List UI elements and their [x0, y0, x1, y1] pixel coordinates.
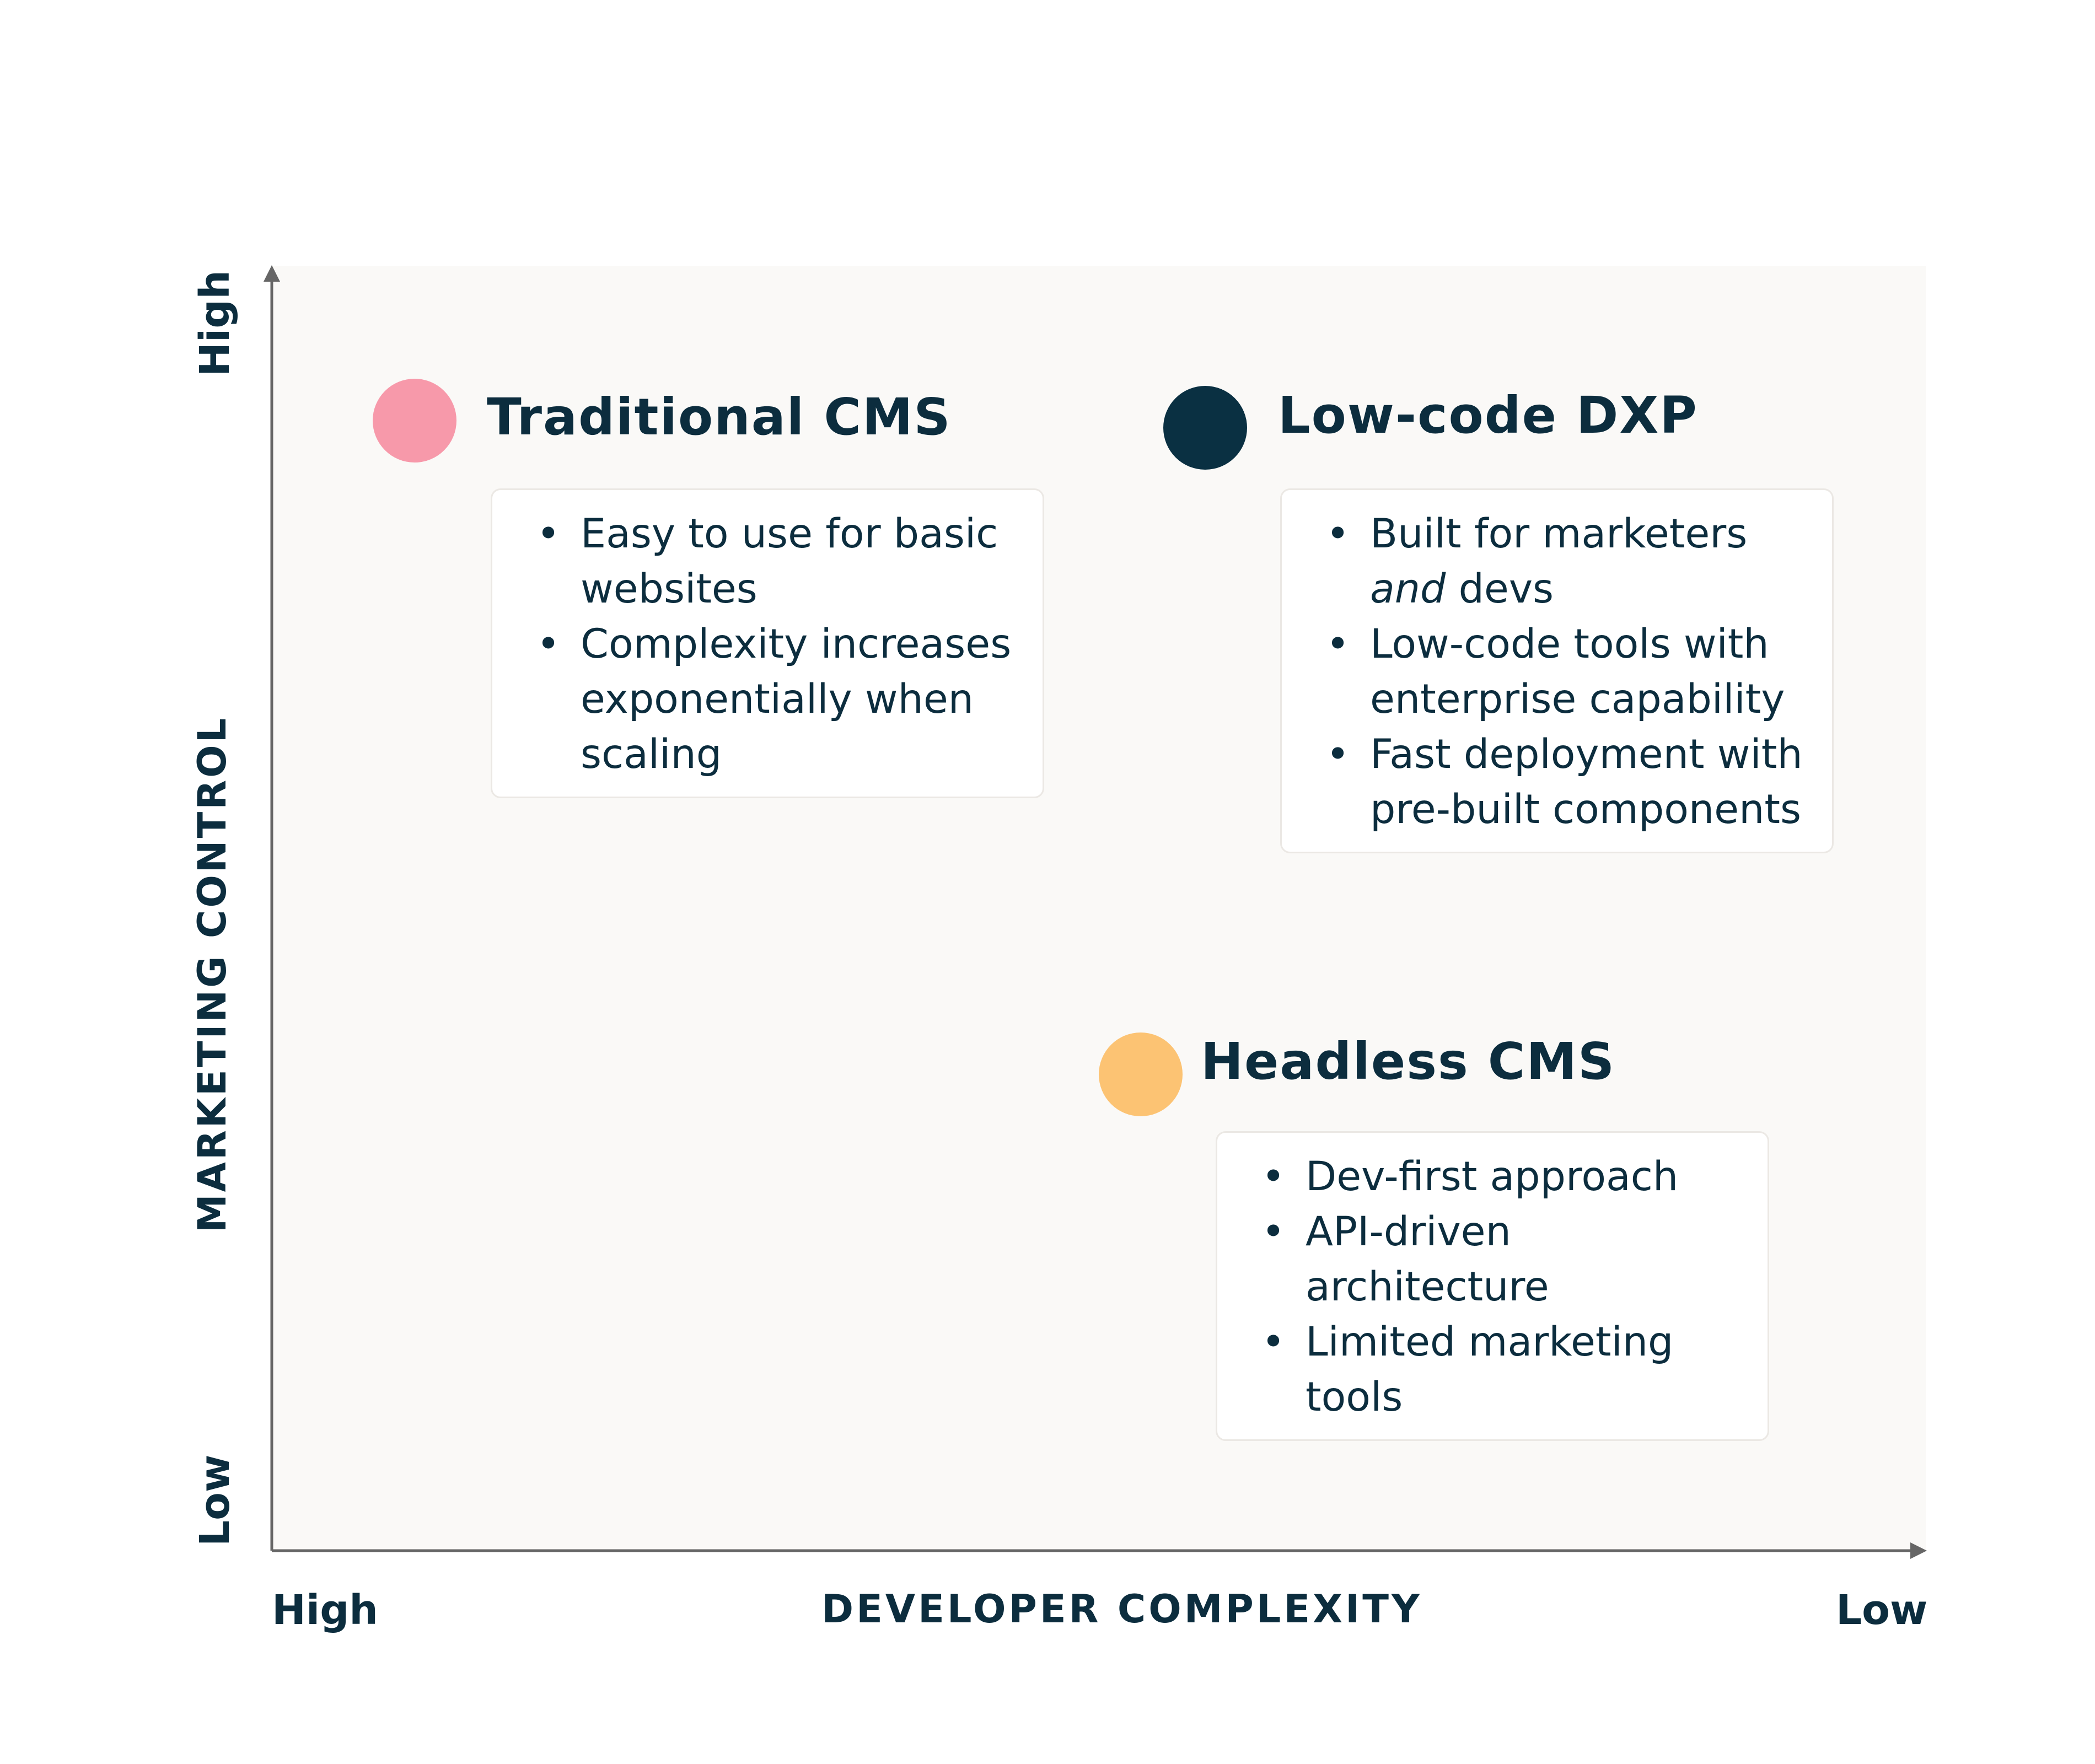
list-item: •Built for marketers and devs	[1326, 510, 1748, 612]
y-axis-low-label: Low	[191, 1454, 239, 1546]
traditional-cms-title: Traditional CMS	[487, 388, 952, 447]
traditional-cms-card: •Easy to use for basic websites •Complex…	[491, 488, 1044, 798]
list-item: •Low-code tools with enterprise capabili…	[1326, 621, 1785, 723]
list-item: •Limited marketing tools	[1261, 1319, 1674, 1421]
x-axis-title: DEVELOPER COMPLEXITY	[821, 1586, 1422, 1632]
headless-cms-title: Headless CMS	[1201, 1032, 1616, 1091]
low-code-dxp-dot	[1163, 386, 1247, 470]
list-item: •API-driven architecture	[1261, 1208, 1549, 1310]
headless-cms-dot	[1099, 1032, 1183, 1116]
y-axis-title: MARKETING CONTROL	[190, 716, 235, 1233]
low-code-dxp-title: Low-code DXP	[1278, 386, 1698, 445]
headless-cms-card: •Dev-first approach •API-driven architec…	[1216, 1131, 1769, 1441]
list-item: •Complexity increases exponentially when…	[536, 621, 1012, 778]
traditional-cms-dot	[373, 379, 456, 462]
y-axis-high-label: High	[191, 270, 239, 377]
x-axis-low-label: Low	[1836, 1586, 1928, 1634]
list-item: •Dev-first approach	[1261, 1153, 1679, 1200]
list-item: •Fast deployment with pre-built componen…	[1326, 731, 1803, 833]
low-code-dxp-card: •Built for marketers and devs •Low-code …	[1280, 488, 1834, 853]
x-axis-high-label: High	[272, 1586, 378, 1634]
list-item: •Easy to use for basic websites	[536, 510, 998, 612]
